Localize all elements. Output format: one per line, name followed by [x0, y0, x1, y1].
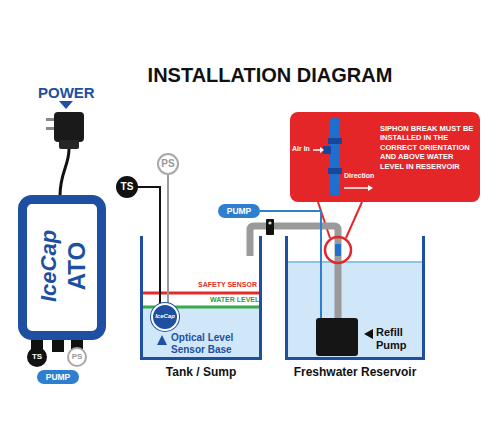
pump-plug-pill: PUMP: [218, 204, 260, 218]
level-label: WATER LEVEL: [210, 296, 259, 304]
direction-arrow-head: [368, 185, 373, 191]
reservoir-tank-text: Freshwater Reservoir: [278, 365, 432, 379]
power-adapter: [59, 140, 79, 149]
pump-plug-pill-text: PUMP: [227, 207, 252, 216]
hose-clip: [266, 219, 274, 235]
direction-arrow: [344, 187, 369, 189]
port-pill-text: PUMP: [46, 373, 71, 382]
pointer-triangle: [157, 335, 167, 345]
air-arrow-head: [320, 147, 324, 153]
siphon-marker: [325, 237, 351, 263]
port-circle-text: PS: [72, 353, 83, 361]
siphon-band: [328, 168, 342, 174]
controller-box-text: ATO: [65, 242, 89, 290]
wire-connector: [260, 211, 321, 318]
sump-water: [143, 308, 259, 357]
sensor-plug-circle-text: TS: [121, 182, 134, 192]
refill-pump-text: Refill Pump: [376, 326, 424, 352]
port-circle-text: TS: [32, 353, 42, 361]
callout-label: Air In: [292, 145, 310, 153]
level-label: SAFETY SENSOR: [198, 281, 257, 289]
sensor-plug-circle-text: PS: [161, 159, 174, 169]
hose-clip-screw: [268, 221, 271, 224]
port-pill: PUMP: [37, 370, 79, 384]
reservoir-tank: Freshwater ReservoirRefill Pump: [285, 236, 425, 360]
diagram-title: INSTALLATION DIAGRAM: [100, 64, 440, 87]
siphon-break: [335, 244, 341, 256]
controller-box-text: IceCap: [38, 230, 60, 302]
warning-callout: SIPHON BREAK MUST BE INSTALLED IN THE CO…: [290, 112, 480, 202]
return-tube: [250, 226, 338, 318]
controller-box: IceCapATO: [18, 195, 106, 340]
plug-prong: [46, 127, 55, 130]
air-arrow: [313, 149, 321, 151]
callout-label: Direction: [344, 172, 374, 180]
sensor-base: IceCapOptical Level Sensor Base: [151, 303, 179, 331]
warning-callout-text: SIPHON BREAK MUST BE INSTALLED IN THE CO…: [380, 124, 474, 171]
sump-tank-text: Tank / Sump: [133, 365, 269, 379]
reservoir-water-line: [288, 261, 422, 263]
controller-plug: [52, 338, 64, 352]
callout-pointer: [318, 202, 330, 238]
power-adapter: [54, 112, 84, 142]
sensor-base-text: Optical Level Sensor Base: [171, 332, 259, 356]
port-circle: TS: [27, 347, 47, 367]
sensor-base-text: IceCap: [153, 313, 177, 319]
sensor-plug-circle: TS: [116, 176, 138, 198]
sensor-plug-circle: PS: [157, 153, 179, 175]
air-inlet: [323, 146, 331, 154]
pointer-triangle: [364, 329, 373, 339]
siphon-band: [328, 138, 342, 144]
siphon-tube: [330, 118, 340, 196]
power-label: POWER: [38, 84, 95, 102]
power-cable: [60, 149, 69, 196]
plug-prong: [46, 118, 55, 121]
power-arrow: [59, 101, 73, 109]
callout-pointer: [346, 202, 362, 238]
wire-connector: [167, 175, 169, 303]
refill-pump: Refill Pump: [316, 318, 358, 356]
port-circle: PS: [67, 347, 87, 367]
